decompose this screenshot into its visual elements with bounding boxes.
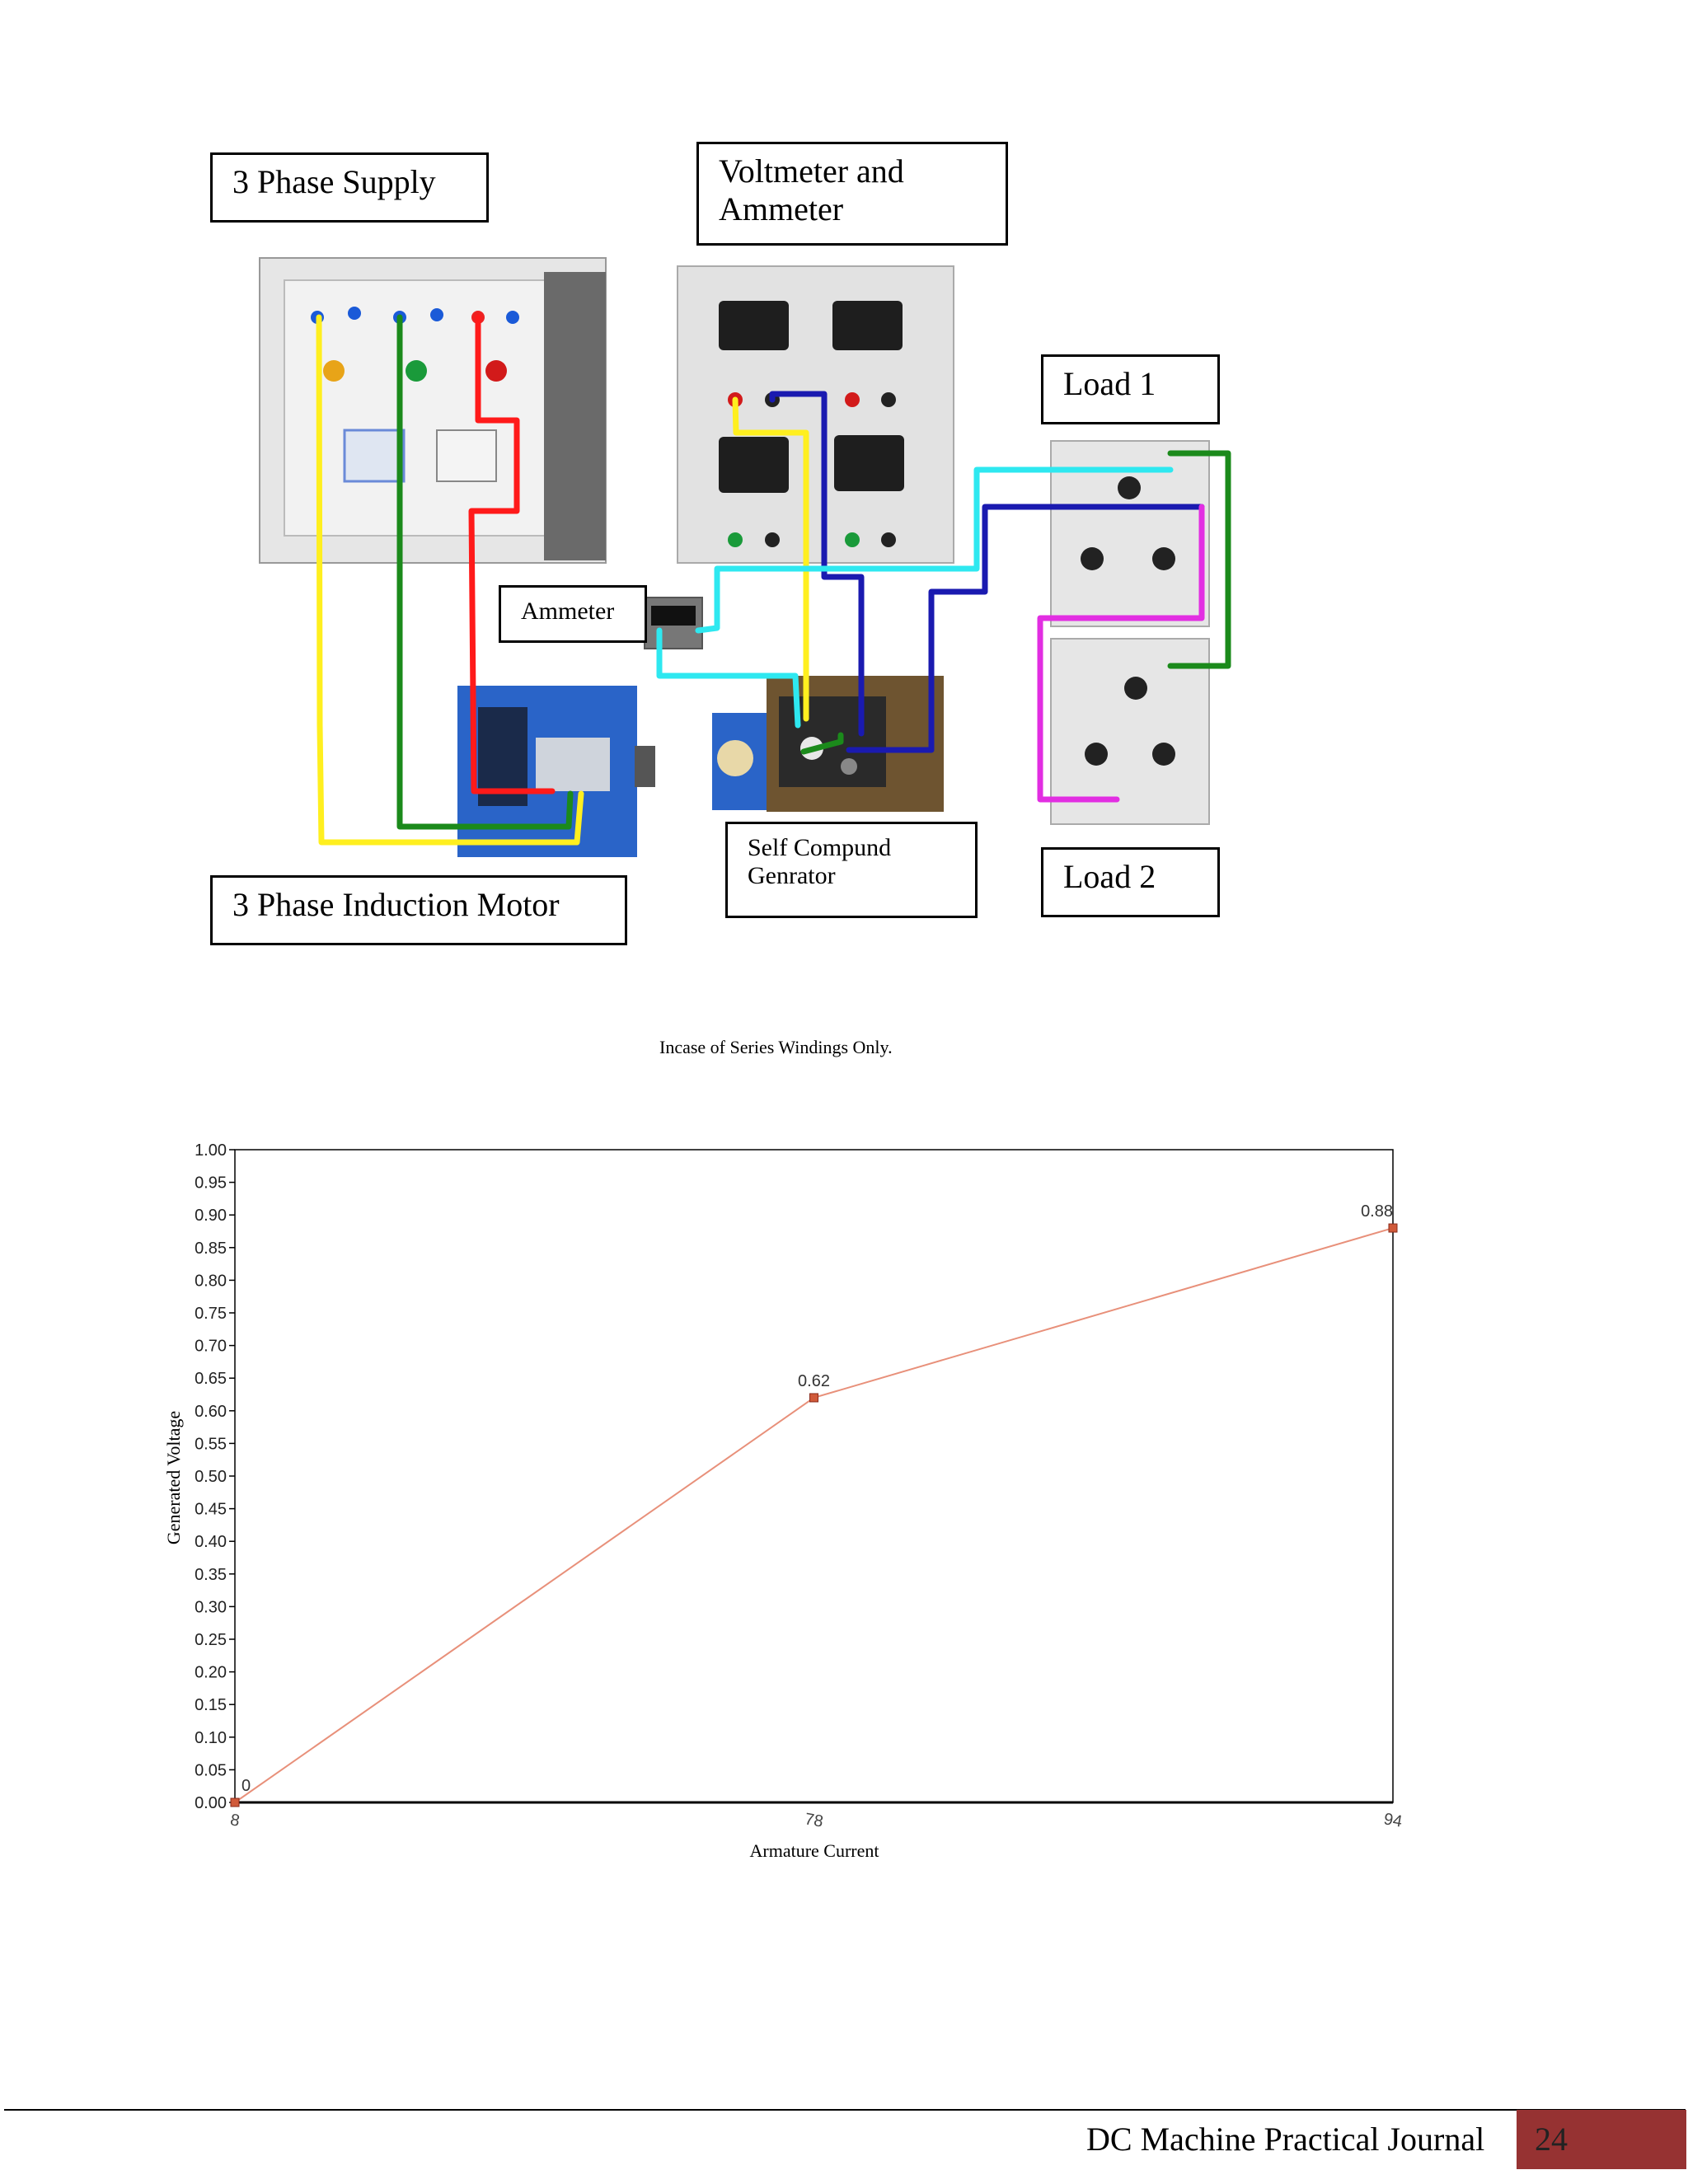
chart-axes [234,1149,1394,1804]
wire-yellow-supply-motor [316,314,584,846]
data-point [1388,1223,1398,1233]
y-tick-label: 0.20 [195,1664,227,1682]
data-label: 0 [241,1777,251,1795]
label-3-phase-supply: 3 Phase Supply [210,152,489,223]
ammeter-device-image [644,597,703,649]
supply-panel-image [259,257,607,564]
label-self-compound-generator: Self Compund Genrator [725,822,978,918]
chart-series: 0 0.62 0.88 [230,1202,1398,1807]
diagram-caption: Incase of Series Windings Only. [659,1037,893,1057]
footer-rule [4,2109,1686,2111]
chart-x-ticks: 8 78 94 [229,1810,1404,1831]
y-tick-label: 0.85 [195,1240,227,1258]
series-line [234,1227,1394,1803]
wire-green-supply-motor [396,314,574,830]
label-3-phase-induction-motor: 3 Phase Induction Motor [210,875,627,945]
wire-yellow-meter-gen [732,396,809,722]
y-tick-label: 0.55 [195,1435,227,1453]
y-tick-label: 0.35 [195,1566,227,1584]
wire-green-load1-load2 [1167,450,1231,669]
chart-y-axis-label: Generated Voltage [163,1411,184,1544]
label-load-1: Load 1 [1041,354,1220,424]
y-tick-label: 0.90 [195,1207,227,1225]
page-number-box [1517,2110,1686,2169]
y-tick-label: 0.00 [195,1794,227,1812]
y-tick-label: 0.15 [195,1696,227,1714]
x-tick-label: 94 [1382,1810,1404,1831]
y-tick-label: 0.80 [195,1272,227,1290]
x-tick-label: 78 [804,1810,825,1831]
y-tick-label: 0.40 [195,1533,227,1551]
wire-magenta-load1-load2 [1037,504,1205,803]
y-tick-label: 0.60 [195,1403,227,1421]
wire-cyan-ammeter-load1 [695,466,1174,634]
data-point [809,1393,818,1403]
y-tick-label: 0.65 [195,1370,227,1388]
x-tick-label: 8 [229,1811,241,1830]
wire-cyan-ammeter-gen [656,627,801,729]
load2-panel-image [1050,638,1210,825]
chart-x-axis-label: Armature Current [750,1840,879,1861]
wires [316,314,1231,846]
wire-blue-meter-gen [769,391,865,737]
y-tick-label: 0.05 [195,1761,227,1779]
meter-panel-image [677,265,954,564]
data-label: 0.62 [798,1372,830,1390]
page-number: 24 [1535,2121,1568,2158]
y-tick-label: 0.50 [195,1468,227,1486]
wiring-diagram [259,257,1231,857]
label-ammeter: Ammeter [499,585,647,643]
y-tick-label: 0.45 [195,1501,227,1519]
label-voltmeter-and-ammeter: Voltmeter and Ammeter [696,142,1008,246]
y-tick-label: 0.25 [195,1631,227,1649]
y-tick-label: 0.70 [195,1338,227,1356]
y-tick-label: 1.00 [195,1141,227,1160]
data-label: 0.88 [1361,1202,1393,1221]
y-tick-label: 0.75 [195,1305,227,1323]
wire-green-gen-load [800,732,844,755]
y-tick-label: 0.30 [195,1598,227,1616]
label-load-2: Load 2 [1041,847,1220,917]
wire-red-supply-motor [468,314,556,794]
chart-y-ticks: 0.00 0.05 0.10 0.15 0.20 0.25 0.30 0.35 0.40 0.45… [195,1141,235,1812]
footer-title: DC Machine Practical Journal [1086,2121,1485,2158]
generator-image [712,676,944,812]
voltage-current-chart: 0.00 0.05 0.10 0.15 0.20 0.25 0.30 0.35 0.40 0.45… [163,1141,1404,1861]
plot-frame [234,1149,1394,1803]
y-tick-label: 0.95 [195,1174,227,1193]
data-point [230,1797,240,1807]
y-tick-label: 0.10 [195,1729,227,1747]
